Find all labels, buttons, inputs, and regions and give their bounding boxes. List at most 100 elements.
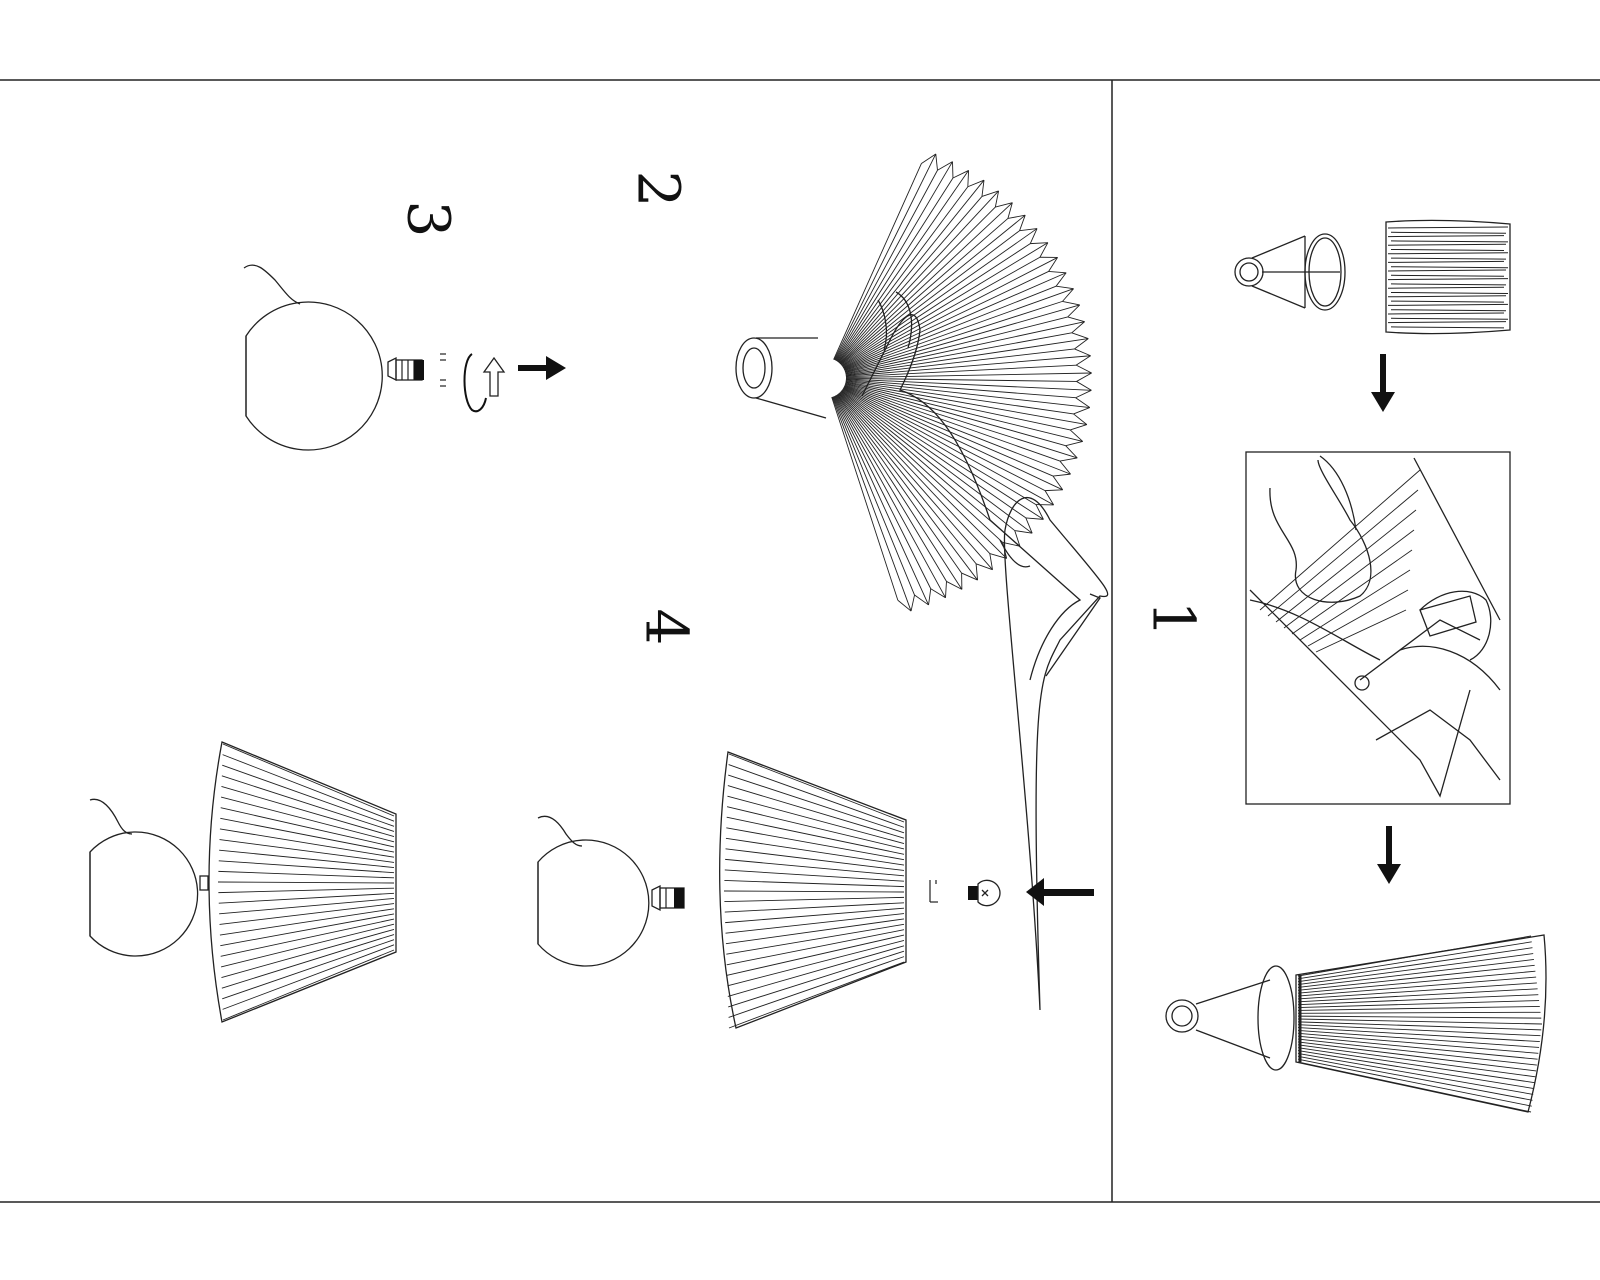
pleat-line [989, 553, 993, 570]
pleat-line [1297, 953, 1534, 986]
pleat-line [728, 764, 905, 828]
pleat-line [1297, 1055, 1533, 1101]
pleat-line [845, 380, 1074, 415]
pleat-line [1390, 300, 1505, 303]
pleat-line [842, 387, 1054, 506]
pleat-line [1387, 252, 1509, 255]
pleated-shade-icon [1385, 219, 1511, 335]
pleat-line [838, 392, 991, 554]
pleat-line [843, 257, 1058, 369]
pleat-line [845, 321, 1085, 374]
pleat-line [217, 881, 395, 884]
pleat-line [725, 913, 905, 934]
pleat-line [724, 880, 905, 888]
pleat-line [839, 391, 1004, 543]
pleat-line [726, 929, 905, 966]
pleat-line [844, 300, 1063, 372]
arrow-left-icon [1026, 878, 1094, 906]
pleat-line [1065, 445, 1078, 459]
pleat-line [833, 396, 929, 606]
lamp-base-globe-icon [537, 815, 650, 967]
pleat-line [1390, 231, 1507, 234]
pleat-line [1071, 332, 1089, 340]
pleat-line [220, 796, 395, 843]
pleat-line [218, 892, 395, 904]
pleat-line [727, 795, 905, 844]
pleat-line [1029, 228, 1038, 244]
pleat-line [1297, 1015, 1542, 1019]
pleat-line [981, 190, 999, 197]
pleat-line [1297, 1032, 1539, 1054]
pleat-line [1390, 283, 1507, 286]
pleat-line [928, 588, 932, 606]
pleat-line [836, 186, 969, 362]
pleat-line [219, 908, 395, 936]
pleat-line [728, 950, 905, 1008]
pleat-line [1387, 295, 1507, 298]
pleat-line [1297, 1018, 1543, 1025]
pleat-line [1297, 976, 1537, 997]
pleat-line [1297, 1047, 1535, 1084]
pleat-line [843, 387, 1046, 492]
step-number-1: 1 [1139, 600, 1208, 638]
pleat-line [220, 923, 395, 968]
pleat-line [725, 848, 905, 871]
pleat-line [1062, 288, 1074, 302]
pleat-line [1048, 257, 1058, 272]
step-number-3: 3 [394, 200, 463, 238]
pleat-line [1297, 1041, 1537, 1072]
pleat-line [1073, 407, 1090, 415]
pleat-line [1390, 317, 1509, 320]
pleat-line [845, 355, 1091, 377]
pleat-line [845, 377, 1077, 382]
pleat-line [221, 786, 395, 838]
pleat-line [1044, 490, 1054, 506]
arrow-down-icon [1377, 826, 1401, 884]
pleat-line [833, 153, 937, 360]
pleat-line [841, 230, 1020, 366]
lamp-base-globe-icon [243, 264, 383, 451]
pleat-line [222, 743, 395, 817]
pleat-line [728, 961, 905, 1029]
pleat-line [1297, 1050, 1535, 1089]
pleat-line [1025, 517, 1033, 534]
pleat-line [1283, 529, 1415, 629]
pleat-line [845, 379, 1090, 408]
finished-lamp-icon [89, 741, 397, 1023]
pleat-line [1075, 389, 1092, 399]
pleat-line [839, 392, 1007, 559]
pleat-line [1297, 1027, 1540, 1043]
pleat-line [838, 196, 983, 363]
pleat-line [945, 581, 947, 598]
pleat-line [724, 902, 905, 913]
pleat-line [975, 563, 993, 571]
pleat-line [1387, 278, 1509, 281]
pleat-line [219, 828, 395, 858]
pleat-line [1065, 441, 1083, 447]
pleat-line [1275, 509, 1417, 623]
pleat-line [935, 153, 938, 171]
pleat-line [728, 956, 905, 1018]
pleat-line [1048, 271, 1067, 274]
pleat-line [1075, 397, 1091, 408]
pleat-line [1007, 214, 1026, 219]
pleat-line [835, 161, 953, 361]
pleat-line [1070, 424, 1088, 431]
pleat-line [1067, 316, 1085, 323]
pleat-line [840, 214, 1026, 366]
pleat-line [218, 870, 395, 879]
pleat-line [1073, 413, 1088, 425]
pleat-line [727, 785, 905, 839]
pleat-line [1387, 312, 1505, 315]
pleat-line [1059, 460, 1071, 475]
pleat-line [1297, 1000, 1540, 1008]
pleat-line [1297, 1061, 1532, 1113]
pleat-line [844, 384, 1078, 459]
pleat-line [832, 396, 915, 596]
pleat-line [1014, 530, 1033, 534]
pleat-line [219, 903, 395, 925]
pleat-line [1297, 935, 1532, 977]
pleat-line [1297, 1024, 1541, 1037]
pleat-line [844, 304, 1080, 373]
pleat-line [1390, 257, 1507, 260]
